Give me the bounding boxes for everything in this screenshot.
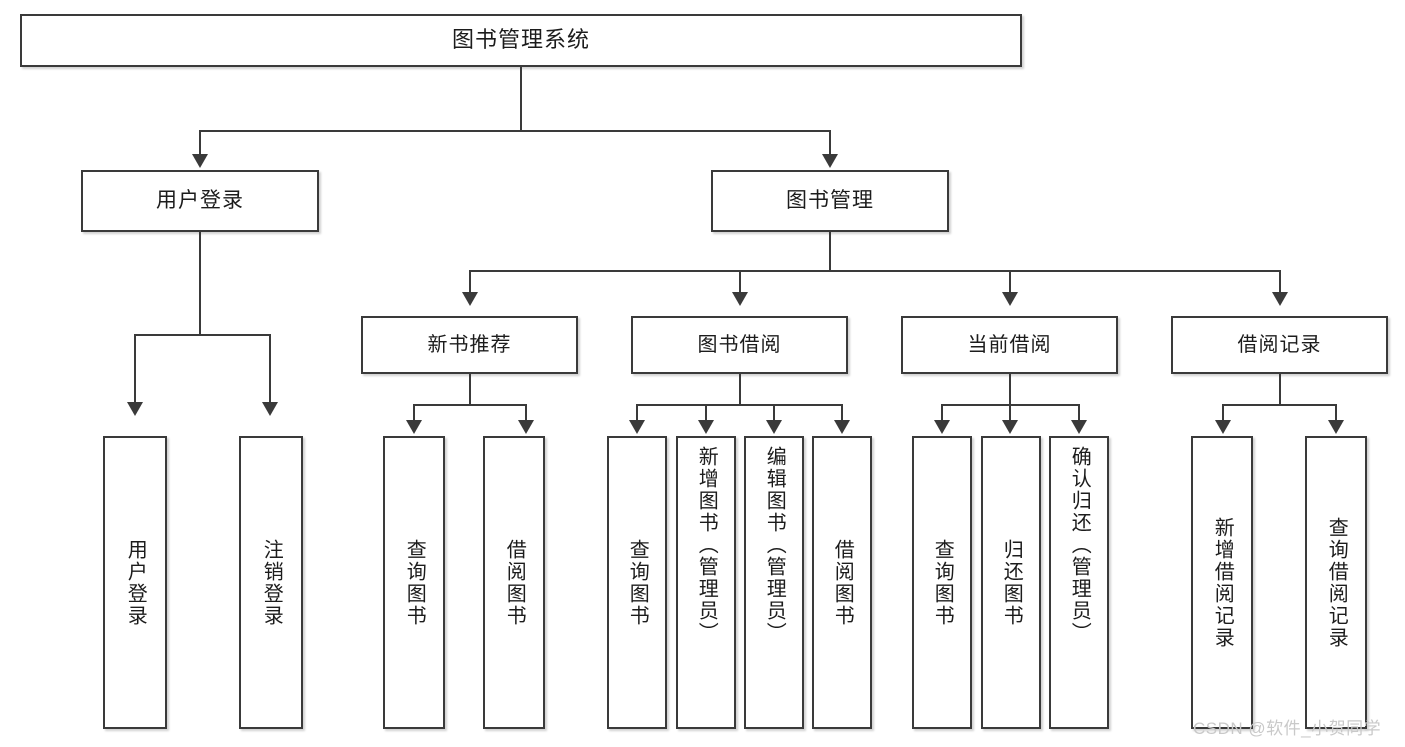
leaf-user-login[interactable]: 用户登录 (103, 436, 167, 729)
node-book-borrow[interactable]: 图书借阅 (631, 316, 848, 374)
connector-borrow-stem (739, 374, 741, 406)
connector-root-bar (199, 130, 831, 132)
node-label: 新书推荐 (427, 334, 512, 356)
node-label: 编辑图书（管理员） (763, 446, 786, 644)
leaf-recommend-borrow-book[interactable]: 借阅图书 (483, 436, 545, 729)
connector-recommend-stem (469, 374, 471, 406)
connector-book-mgmt-drop-4 (1279, 270, 1281, 294)
leaf-current-return-book[interactable]: 归还图书 (981, 436, 1041, 729)
node-label: 用户登录 (156, 189, 244, 213)
arrowhead-current-leaf-2 (1002, 420, 1018, 434)
connector-current-drop-2 (1009, 404, 1011, 422)
node-book-management[interactable]: 图书管理 (711, 170, 949, 232)
connector-book-mgmt-drop-1 (469, 270, 471, 294)
connector-recommend-bar (413, 404, 527, 406)
connector-book-mgmt-stem (829, 232, 831, 272)
connector-user-login-drop-1 (134, 334, 136, 404)
arrowhead-record-leaf-1 (1215, 420, 1231, 434)
node-user-login[interactable]: 用户登录 (81, 170, 319, 232)
connector-record-drop-2 (1335, 404, 1337, 422)
connector-borrow-drop-2 (705, 404, 707, 422)
arrowhead-book-borrow (732, 292, 748, 306)
node-label: 查询图书 (403, 538, 426, 627)
node-label: 图书借阅 (697, 334, 782, 356)
node-label: 查询图书 (931, 538, 954, 627)
node-label: 新增图书（管理员） (695, 446, 718, 644)
connector-record-stem (1279, 374, 1281, 406)
node-label: 归还图书 (1000, 538, 1023, 627)
connector-book-mgmt-drop-2 (739, 270, 741, 294)
leaf-borrow-borrow-book[interactable]: 借阅图书 (812, 436, 872, 729)
arrowhead-recommend-leaf-2 (518, 420, 534, 434)
connector-book-mgmt-bar (469, 270, 1280, 272)
arrowhead-leaf-user-login (127, 402, 143, 416)
arrowhead-current-leaf-1 (934, 420, 950, 434)
connector-recommend-drop-2 (525, 404, 527, 422)
connector-root-to-user-login (199, 130, 201, 156)
leaf-logout[interactable]: 注销登录 (239, 436, 303, 729)
node-label: 图书管理 (786, 189, 874, 213)
leaf-borrow-add-book-admin[interactable]: 新增图书（管理员） (676, 436, 736, 729)
node-label: 查询借阅记录 (1325, 516, 1348, 649)
arrowhead-book-mgmt (822, 154, 838, 168)
leaf-current-confirm-return-admin[interactable]: 确认归还（管理员） (1049, 436, 1109, 729)
node-label: 当前借阅 (967, 334, 1052, 356)
connector-root-to-book-mgmt (829, 130, 831, 156)
node-label: 注销登录 (260, 538, 283, 627)
connector-root-stem (520, 67, 522, 130)
connector-borrow-drop-4 (841, 404, 843, 422)
arrowhead-borrow-leaf-3 (766, 420, 782, 434)
connector-user-login-stem (199, 232, 201, 336)
arrowhead-leaf-logout (262, 402, 278, 416)
arrowhead-recommend-leaf-1 (406, 420, 422, 434)
node-label: 查询图书 (626, 538, 649, 627)
node-system-root[interactable]: 图书管理系统 (20, 14, 1022, 67)
leaf-borrow-edit-book-admin[interactable]: 编辑图书（管理员） (744, 436, 804, 729)
node-label: 借阅图书 (503, 538, 526, 627)
node-current-borrow[interactable]: 当前借阅 (901, 316, 1118, 374)
arrowhead-new-book-recommend (462, 292, 478, 306)
node-label: 借阅记录 (1237, 334, 1322, 356)
leaf-recommend-query-book[interactable]: 查询图书 (383, 436, 445, 729)
connector-borrow-drop-1 (636, 404, 638, 422)
connector-current-drop-3 (1078, 404, 1080, 422)
node-borrow-record[interactable]: 借阅记录 (1171, 316, 1388, 374)
leaf-borrow-query-book[interactable]: 查询图书 (607, 436, 667, 729)
leaf-record-add-record[interactable]: 新增借阅记录 (1191, 436, 1253, 729)
arrowhead-current-borrow (1002, 292, 1018, 306)
connector-current-stem (1009, 374, 1011, 406)
connector-borrow-bar (636, 404, 843, 406)
node-new-book-recommend[interactable]: 新书推荐 (361, 316, 578, 374)
connector-borrow-drop-3 (773, 404, 775, 422)
connector-recommend-drop-1 (413, 404, 415, 422)
arrowhead-borrow-leaf-4 (834, 420, 850, 434)
arrowhead-user-login (192, 154, 208, 168)
connector-record-drop-1 (1222, 404, 1224, 422)
node-label: 用户登录 (124, 538, 147, 627)
node-label: 借阅图书 (831, 538, 854, 627)
arrowhead-current-leaf-3 (1071, 420, 1087, 434)
leaf-current-query-book[interactable]: 查询图书 (912, 436, 972, 729)
node-label: 确认归还（管理员） (1068, 446, 1091, 644)
arrowhead-record-leaf-2 (1328, 420, 1344, 434)
arrowhead-borrow-record (1272, 292, 1288, 306)
arrowhead-borrow-leaf-2 (698, 420, 714, 434)
connector-book-mgmt-drop-3 (1009, 270, 1011, 294)
connector-record-bar (1222, 404, 1337, 406)
connector-current-drop-1 (941, 404, 943, 422)
node-label: 图书管理系统 (451, 27, 590, 53)
connector-user-login-drop-2 (269, 334, 271, 404)
arrowhead-borrow-leaf-1 (629, 420, 645, 434)
connector-user-login-bar (134, 334, 271, 336)
leaf-record-query-record[interactable]: 查询借阅记录 (1305, 436, 1367, 729)
node-label: 新增借阅记录 (1211, 516, 1234, 649)
